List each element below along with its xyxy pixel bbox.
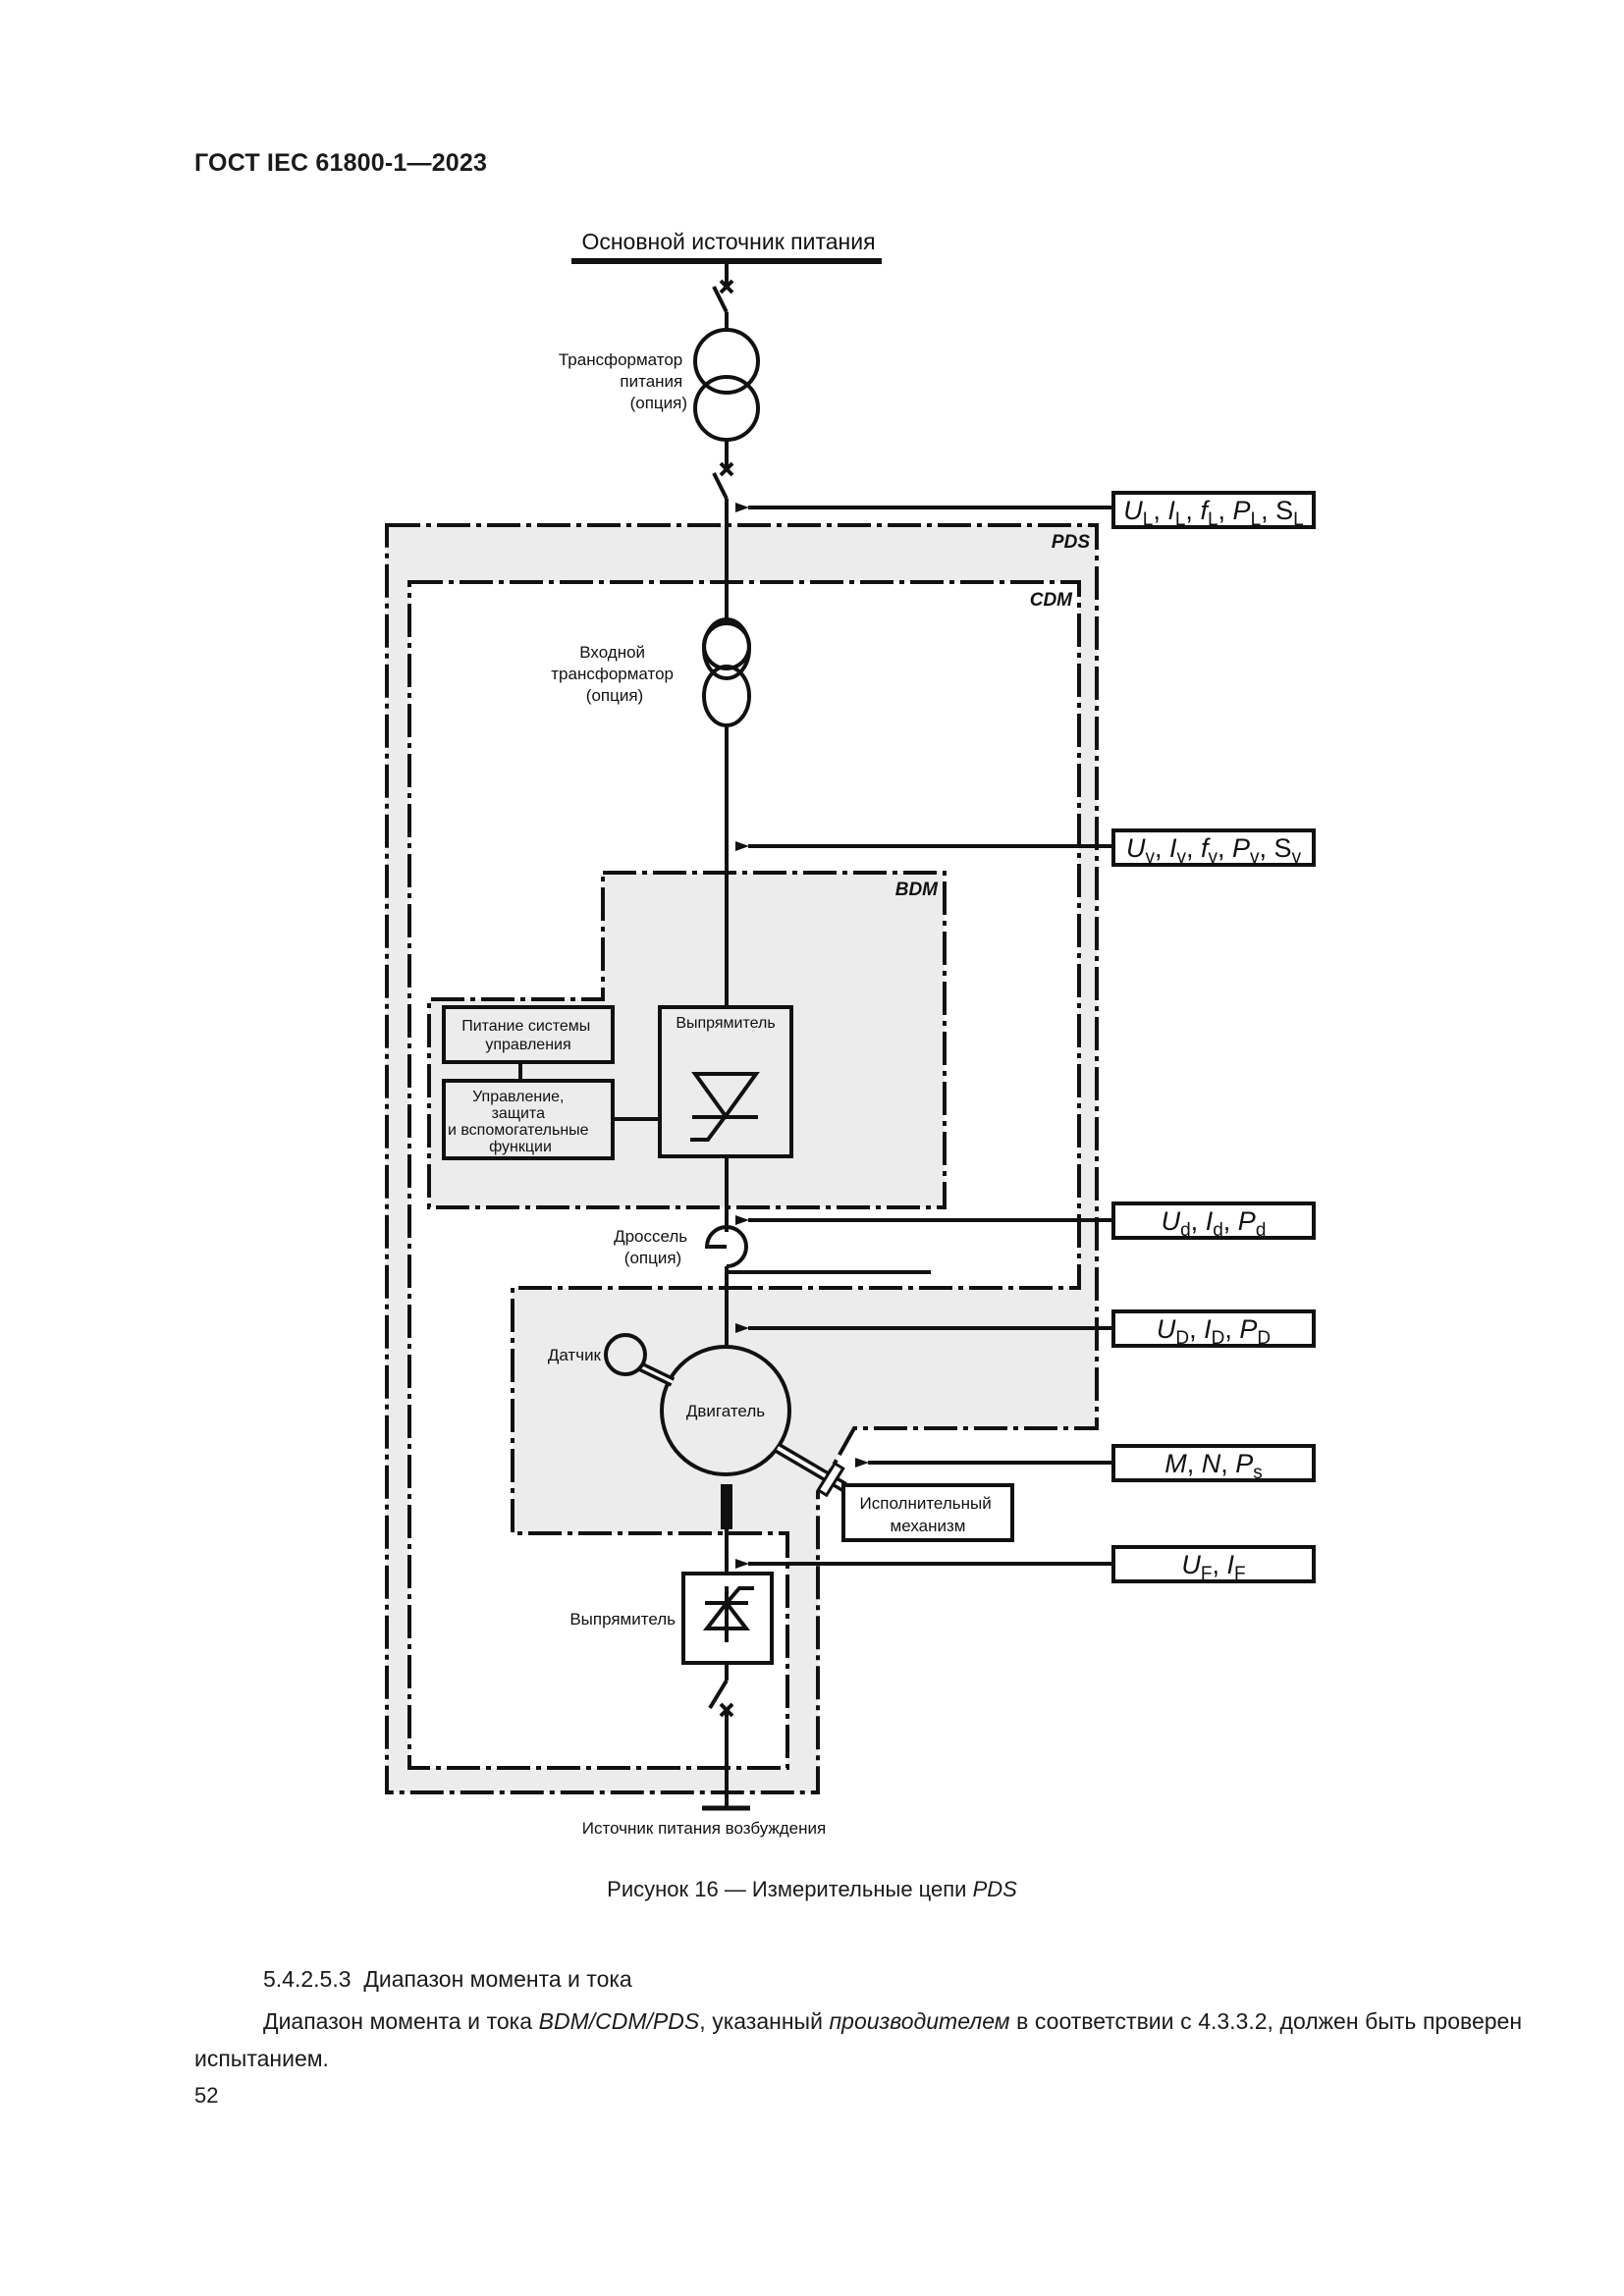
- actuator-box: [841, 1483, 1014, 1542]
- measurement-quantities: UL, IL, fL, PL, SL: [1123, 496, 1304, 530]
- caption-italic: PDS: [972, 1877, 1017, 1901]
- measurement-boxes: UL, IL, fL, PL, SL Uv, Iv, fv, Pv, Sv Ud, …: [1111, 491, 1316, 1584]
- disconnector-middle: [712, 440, 734, 624]
- measurement-box-line: UL, IL, fL, PL, SL: [1111, 491, 1316, 530]
- control-power-box: [442, 1005, 615, 1064]
- sensor-icon: [604, 1333, 676, 1387]
- disconnector-field: [708, 1663, 734, 1808]
- measurement-quantities: M, N, Ps: [1164, 1449, 1263, 1483]
- section-heading: 5.4.2.5.3 Диапазон момента и тока: [263, 1966, 632, 1993]
- para-italic: BDM/CDM/PDS: [538, 2008, 700, 2034]
- measurement-box-dc-link: Ud, Id, Pd: [1111, 1201, 1316, 1241]
- bdm-zone-label: BDM: [895, 880, 939, 900]
- main-rectifier-box: [658, 1005, 793, 1158]
- caption-text: Рисунок 16 — Измерительные цепи: [607, 1877, 973, 1901]
- measurement-box-converter-input: Uv, Iv, fv, Pv, Sv: [1111, 828, 1316, 868]
- measurement-box-shaft: M, N, Ps: [1111, 1444, 1316, 1483]
- input-transformer-label: Входной трансформатор (опция): [551, 643, 678, 705]
- motor-label: Двигатель: [686, 1402, 765, 1420]
- motor-icon: [660, 1345, 791, 1476]
- supply-transformer-icon: [693, 328, 760, 442]
- field-thyristor-icon: [702, 1586, 754, 1642]
- cdm-zone-label: CDM: [1030, 590, 1073, 611]
- field-rectifier-label: Выпрямитель: [569, 1610, 676, 1629]
- measurement-box-motor: UD, ID, PD: [1111, 1309, 1316, 1349]
- measurement-quantities: Uv, Iv, fv, Pv, Sv: [1126, 833, 1302, 868]
- section-title: Диапазон момента и тока: [363, 1966, 632, 1992]
- field-terminal: [721, 1484, 732, 1529]
- para-italic: производителем: [829, 2008, 1010, 2034]
- measurement-box-field: UF, IF: [1111, 1545, 1316, 1584]
- measurement-arrows: [735, 503, 1113, 1569]
- measurement-quantities: UD, ID, PD: [1157, 1314, 1271, 1349]
- page-number: 52: [194, 2083, 219, 2108]
- measurement-quantities: Ud, Id, Pd: [1162, 1206, 1267, 1241]
- sensor-label: Датчик: [548, 1346, 602, 1364]
- choke-label: Дроссель (опция): [614, 1227, 692, 1267]
- section-number: 5.4.2.5.3: [263, 1966, 352, 1992]
- para-text: в соответствии с 4.3.3.2, должен быть пр…: [194, 2008, 1523, 2071]
- supply-transformer-label: Трансформатор питания (опция): [559, 350, 687, 412]
- para-text: , указанный: [699, 2008, 830, 2034]
- control-power-label: Питание системы управления: [461, 1018, 595, 1053]
- main-supply-label: Основной источник питания: [581, 229, 875, 254]
- disconnector-top: [712, 261, 734, 330]
- thyristor-icon: [690, 1072, 760, 1142]
- field-supply-label: Источник питания возбуждения: [582, 1819, 826, 1838]
- choke-icon: [704, 1225, 931, 1347]
- body-paragraph: Диапазон момента и тока BDM/CDM/PDS, ука…: [194, 2002, 1522, 2077]
- document-header: ГОСТ IEC 61800-1—2023: [194, 149, 488, 177]
- main-rectifier-label: Выпрямитель: [676, 1015, 775, 1032]
- pds-zone-label: PDS: [1052, 532, 1090, 553]
- shaft-icon: [775, 1443, 847, 1498]
- figure-caption: Рисунок 16 — Измерительные цепи PDS: [0, 1877, 1624, 1902]
- para-text: Диапазон момента и тока: [263, 2008, 539, 2034]
- control-protection-label: Управление, защита и вспомогательные фун…: [448, 1089, 593, 1155]
- measurement-quantities: UF, IF: [1181, 1550, 1245, 1584]
- actuator-label: Исполнительный механизм: [860, 1494, 997, 1535]
